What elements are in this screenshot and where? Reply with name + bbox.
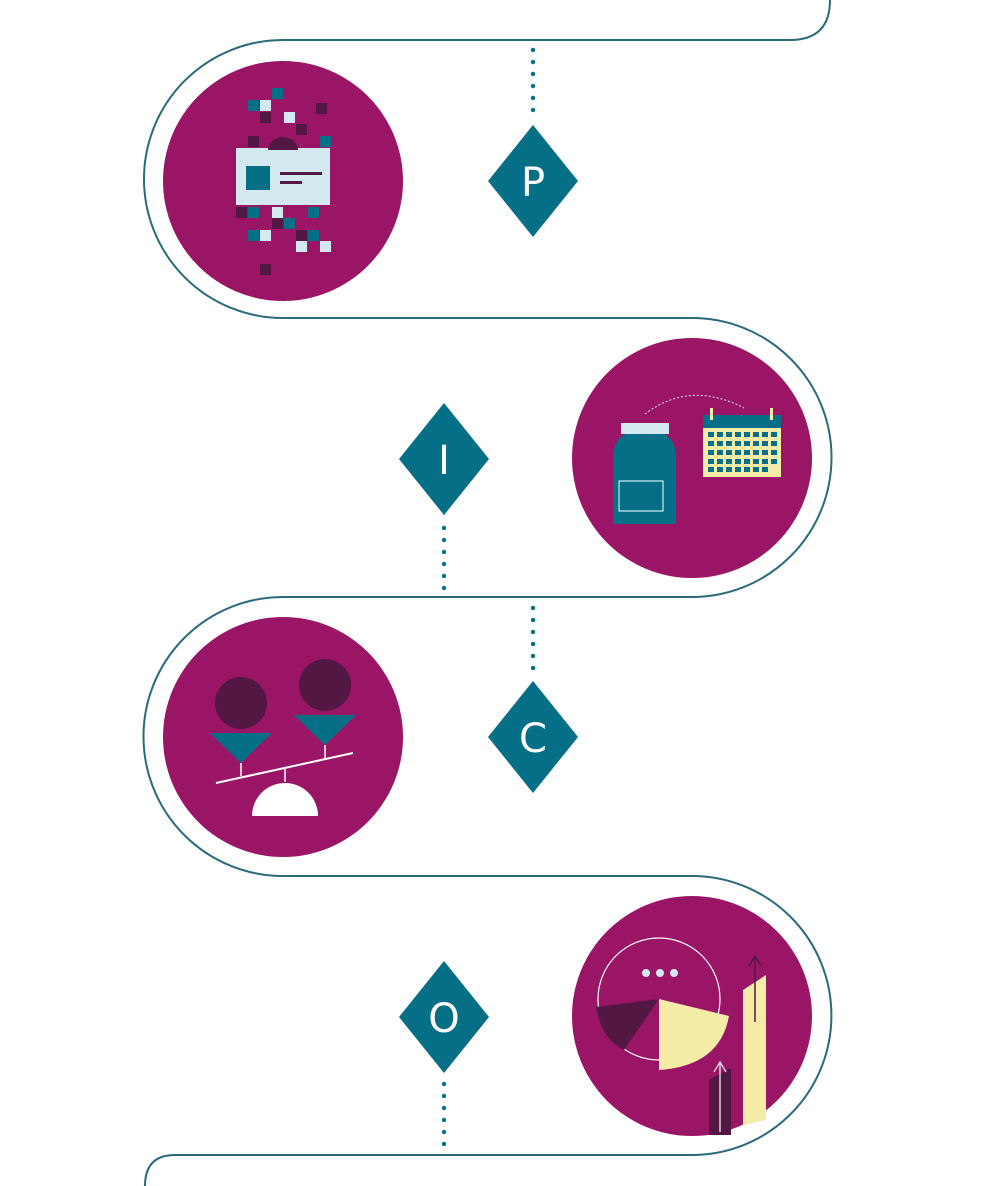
step-c: C — [163, 617, 578, 857]
pie-chart-growth-icon — [596, 937, 766, 1135]
diamond-c: C — [488, 681, 578, 793]
dotted-connector-p — [530, 47, 536, 113]
circle-c — [163, 617, 403, 857]
medicine-calendar-icon — [613, 394, 781, 524]
dotted-connector-o — [441, 1081, 447, 1147]
diamond-o: O — [399, 961, 489, 1073]
step-p: P — [163, 61, 578, 301]
diamond-i: I — [399, 403, 489, 515]
id-card-pixel-icon — [236, 88, 331, 275]
diamond-letter-o: O — [428, 996, 459, 1042]
winding-path — [142, 0, 833, 1186]
step-i: I — [399, 338, 812, 578]
diamond-p: P — [488, 125, 578, 237]
dotted-connector-c — [530, 605, 536, 671]
dotted-connector-i — [441, 525, 447, 591]
balance-scale-people-icon — [210, 659, 356, 816]
diamond-letter-p: P — [521, 160, 545, 206]
step-o: O — [399, 896, 812, 1136]
diamond-letter-c: C — [519, 716, 547, 762]
diamond-letter-i: I — [438, 438, 450, 484]
